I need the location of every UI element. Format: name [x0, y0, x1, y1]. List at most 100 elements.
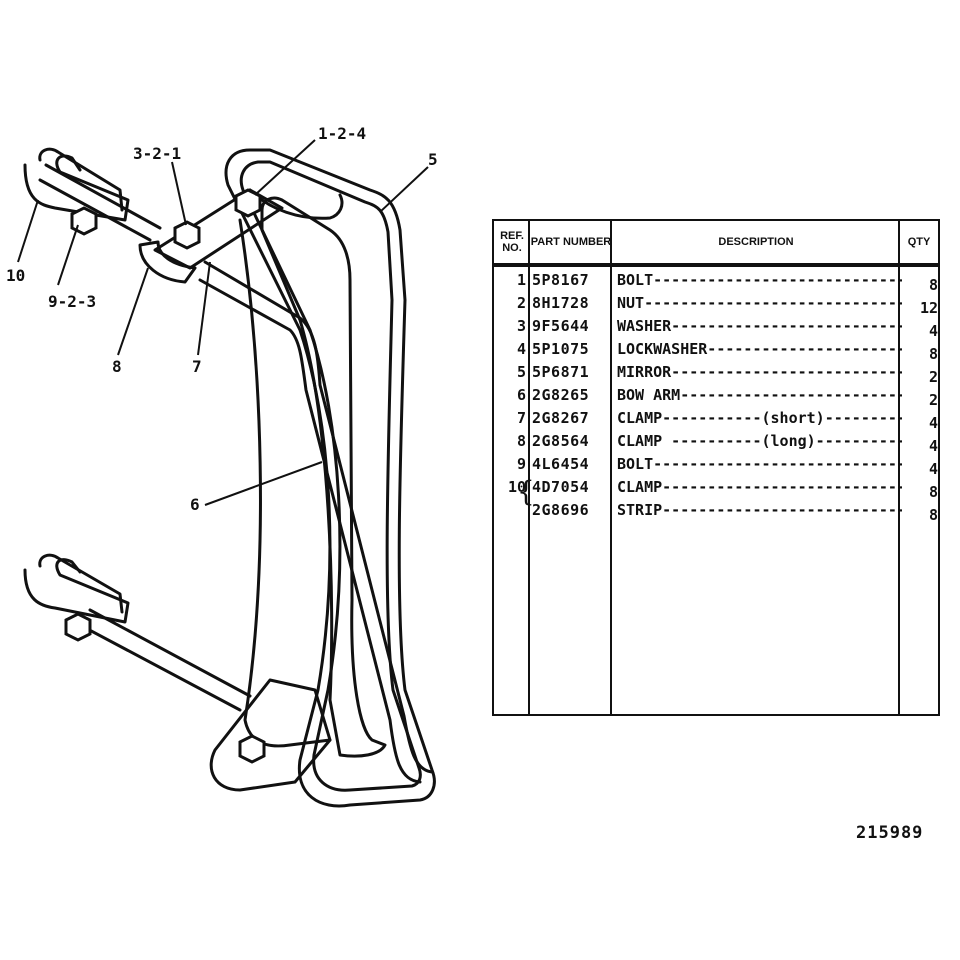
- qty-cell: 8: [928, 276, 938, 294]
- upper-strap: [153, 188, 284, 270]
- lower-clamp: [23, 558, 130, 624]
- description-cell: BOLT----------------------------------: [617, 455, 902, 473]
- part-number-cell: 4L6454: [532, 455, 590, 473]
- header-part-number: PART NUMBER: [530, 221, 612, 265]
- parts-list-table: REF. NO. PART NUMBER DESCRIPTION QTY 1 5P…: [492, 219, 940, 716]
- qty-cell: 4: [928, 322, 938, 340]
- callout-10: 10: [6, 266, 26, 285]
- table-row: 8 2G8564 CLAMP ----------(long)-----------…: [494, 430, 942, 455]
- ref-no-cell: 3: [516, 317, 526, 335]
- table-row: 3 9F5644 WASHER---------------------------…: [494, 315, 942, 340]
- ref-no-cell: 8: [516, 432, 526, 450]
- bow-arm: [198, 278, 422, 784]
- header-qty: QTY: [900, 221, 938, 265]
- table-row: 2 8H1728 NUT------------------------------…: [494, 292, 942, 317]
- col-divider-1: [528, 221, 530, 714]
- callout-3-2-1: 3-2-1: [133, 144, 182, 163]
- description-cell: CLAMP-----------(short)---------------: [617, 409, 902, 427]
- table-row: 10 4D7054 CLAMP---------------------------…: [494, 476, 942, 501]
- qty-cell: 2: [928, 368, 938, 386]
- leader-1-2-4: [254, 139, 316, 196]
- table-row: 7 2G8267 CLAMP-----------(short)----------…: [494, 407, 942, 432]
- part-number-cell: 2G8267: [532, 409, 590, 427]
- part-number-cell: 5P1075: [532, 340, 590, 358]
- upper-strap-arm: [248, 188, 344, 220]
- description-cell: LOCKWASHER----------------------------: [617, 340, 902, 358]
- leader-6: [204, 461, 323, 506]
- qty-cell: 8: [928, 506, 938, 524]
- leader-7: [197, 261, 211, 356]
- callout-1-2-4: 1-2-4: [318, 124, 367, 143]
- qty-cell: 12: [919, 299, 938, 317]
- bow-arm-2: [203, 260, 434, 774]
- qty-cell: 4: [928, 414, 938, 432]
- mirror-glass: [260, 196, 387, 758]
- callout-6: 6: [190, 495, 200, 514]
- header-divider: [494, 265, 938, 267]
- description-cell: NUT-----------------------------------: [617, 294, 902, 312]
- description-cell: MIRROR--------------------------------: [617, 363, 902, 381]
- bolt-3: [173, 220, 201, 250]
- table-row: 9 4L6454 BOLT-----------------------------…: [494, 453, 942, 478]
- part-number-cell: 2G8696: [532, 501, 590, 519]
- leader-3-2-1: [171, 161, 187, 226]
- qty-cell: 2: [928, 391, 938, 409]
- callout-8: 8: [112, 357, 122, 376]
- table-row: 1 5P8167 BOLT-----------------------------…: [494, 269, 942, 294]
- callout-7: 7: [192, 357, 202, 376]
- leader-10: [17, 199, 39, 263]
- part-number-cell: 9F5644: [532, 317, 590, 335]
- upper-clamp-10b: [38, 147, 124, 212]
- description-cell: BOLT----------------------------------: [617, 271, 902, 289]
- table-row: 6 2G8265 BOW ARM--------------------------…: [494, 384, 942, 409]
- description-cell: STRIP---------------------------------: [617, 501, 902, 519]
- bolt-lower: [238, 734, 266, 764]
- upper-rod: [38, 178, 152, 242]
- part-number-cell: 8H1728: [532, 294, 590, 312]
- callout-5: 5: [428, 150, 438, 169]
- bolt-lower-clamp: [64, 612, 92, 642]
- ref-10-brace: {: [517, 475, 535, 508]
- bolt-1: [234, 188, 262, 218]
- ref-no-cell: 5: [516, 363, 526, 381]
- ref-no-cell: 9: [516, 455, 526, 473]
- figure-number: 215989: [856, 823, 924, 843]
- ref-no-cell: 10: [507, 478, 526, 496]
- part-number-cell: 2G8265: [532, 386, 590, 404]
- ref-no-cell: 4: [516, 340, 526, 358]
- part-number-cell: 4D7054: [532, 478, 590, 496]
- table-row: 4 5P1075 LOCKWASHER-----------------------…: [494, 338, 942, 363]
- table-row: 2G8696 STRIP-----------------------------…: [494, 499, 942, 524]
- ref-no-cell: 7: [516, 409, 526, 427]
- upper-clamp-8: [138, 240, 197, 284]
- part-number-cell: 5P6871: [532, 363, 590, 381]
- col-divider-3: [898, 221, 900, 714]
- leader-8: [117, 267, 149, 356]
- description-cell: WASHER--------------------------------: [617, 317, 902, 335]
- ref-no-cell: 6: [516, 386, 526, 404]
- header-ref-no: REF. NO.: [494, 221, 530, 265]
- part-number-cell: 5P8167: [532, 271, 590, 289]
- qty-cell: 8: [928, 345, 938, 363]
- ref-no-cell: 2: [516, 294, 526, 312]
- lower-rod-2: [88, 608, 252, 698]
- leader-5: [379, 166, 429, 213]
- description-cell: BOW ARM-------------------------------: [617, 386, 902, 404]
- header-description: DESCRIPTION: [612, 221, 900, 265]
- lower-strap: [209, 678, 332, 792]
- qty-cell: 4: [928, 460, 938, 478]
- qty-cell: 4: [928, 437, 938, 455]
- part-number-cell: 2G8564: [532, 432, 590, 450]
- col-divider-2: [610, 221, 612, 714]
- table-row: 5 5P6871 MIRROR---------------------------…: [494, 361, 942, 386]
- callout-9-2-3: 9-2-3: [48, 292, 97, 311]
- ref-no-cell: 1: [516, 271, 526, 289]
- description-cell: CLAMP ----------(long)----------------: [617, 432, 902, 450]
- leader-9-2-3: [57, 224, 79, 286]
- lower-rod: [78, 623, 242, 712]
- description-cell: CLAMP---------------------------------: [617, 478, 902, 496]
- mirror-frame-inner: [239, 160, 422, 792]
- lower-clamp-b: [38, 553, 124, 614]
- qty-cell: 8: [928, 483, 938, 501]
